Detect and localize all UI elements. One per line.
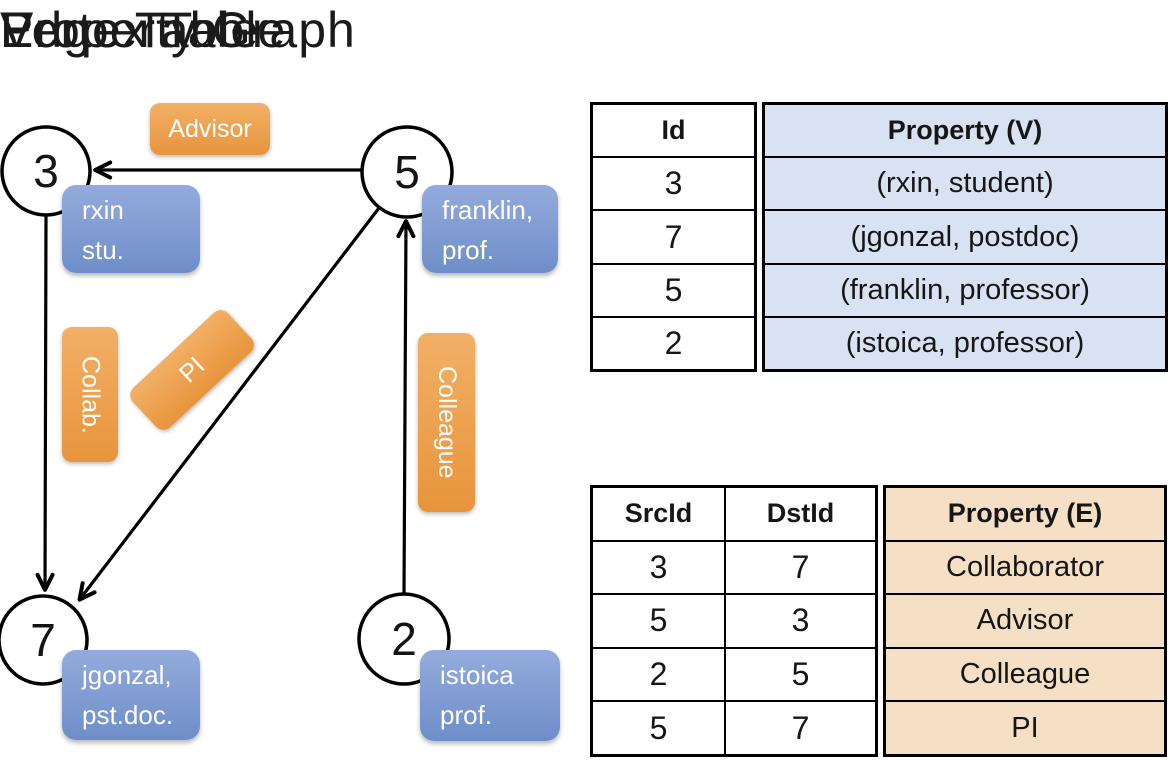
vertex-label-5: franklin, prof. [422, 185, 558, 273]
vertex-table-property-header: Property (V) [765, 105, 1165, 157]
edge-table-property-cell: Advisor [886, 593, 1164, 647]
edge-label-advisor: Advisor [150, 103, 270, 155]
vertex-label-2-line1: istoica [440, 660, 514, 690]
vertex-table-property-cell: (istoica, professor) [765, 315, 1165, 370]
edge-table-id-row: 2 5 [593, 646, 875, 701]
edge-table-id-header-row: SrcId DstId [593, 488, 875, 540]
vertex-table-property-column: Property (V) (rxin, student) (jgonzal, p… [762, 102, 1168, 372]
edge-table-dstid-cell: 3 [724, 595, 875, 647]
edge-table-property-column: Property (E) Collaborator Advisor Collea… [883, 485, 1167, 757]
vertex-label-3: rxin stu. [62, 185, 200, 273]
edge-table-srcid-cell: 5 [649, 709, 668, 746]
vertex-table-id-cell: 7 [593, 209, 754, 262]
vertex-label-3-line2: stu. [82, 235, 124, 265]
edge-table-dstid-cell: 7 [724, 702, 875, 754]
edge-pi-5-to-7 [77, 207, 381, 602]
edge-table-property-header: Property (E) [886, 488, 1164, 540]
vertex-label-7-line2: pst.doc. [82, 700, 174, 730]
vertex-table-id-cell: 5 [593, 262, 754, 316]
edge-table-property-cell: Colleague [886, 646, 1164, 701]
edge-collaborator-3-to-7 [35, 215, 55, 592]
vertex-table-title: Vertex Table [0, 2, 287, 58]
edge-table-dstid-header: DstId [724, 488, 875, 540]
edge-table-id-row: 5 3 [593, 593, 875, 647]
edge-table-property-cell: Collaborator [886, 539, 1164, 594]
edge-table-dstid-cell: 7 [724, 541, 875, 594]
node-2-id: 2 [391, 613, 417, 665]
vertex-label-2-line2: prof. [440, 700, 493, 730]
edge-table-id-row: 3 7 [593, 539, 875, 594]
edge-table-srcid-cell: 5 [649, 602, 668, 639]
edge-table-id-columns: SrcId DstId 3 7 5 3 2 5 5 7 [590, 485, 878, 757]
vertex-label-3-line1: rxin [82, 195, 124, 225]
vertex-table-property-cell: (franklin, professor) [765, 262, 1165, 316]
edge-table-dstid-cell: 5 [724, 648, 875, 701]
node-5-id: 5 [394, 146, 420, 198]
vertex-table-property-cell: (jgonzal, postdoc) [765, 209, 1165, 263]
edge-table-title: Edge Table [0, 2, 260, 58]
vertex-table-property-cell: (rxin, student) [765, 156, 1165, 210]
vertex-label-5-line2: prof. [442, 235, 495, 265]
vertex-label-7: jgonzal, pst.doc. [62, 650, 200, 740]
edge-table-srcid-header: SrcId [624, 498, 693, 529]
edge-table-srcid-cell: 2 [649, 656, 668, 693]
edge-table-srcid-cell: 3 [649, 548, 668, 585]
edge-table-id-row: 5 7 [593, 700, 875, 754]
property-graph-title: Property Graph [0, 2, 356, 58]
edge-table-property-cell: PI [886, 700, 1164, 754]
edge-label-colleague: Colleague [418, 333, 475, 512]
vertex-table-id-column: Id 3 7 5 2 [590, 102, 757, 372]
vertex-label-2: istoica prof. [420, 650, 560, 741]
node-3-id: 3 [33, 145, 59, 197]
vertex-table-id-header: Id [661, 115, 686, 146]
vertex-table-id-cell: 3 [593, 156, 754, 209]
vertex-label-7-line1: jgonzal, [82, 660, 172, 690]
node-7-id: 7 [30, 614, 56, 666]
vertex-label-5-line1: franklin, [442, 195, 534, 225]
edge-colleague-2-to-5 [396, 219, 416, 595]
vertex-table-id-cell: 2 [593, 315, 754, 369]
edge-label-collab: Collab. [62, 327, 118, 462]
